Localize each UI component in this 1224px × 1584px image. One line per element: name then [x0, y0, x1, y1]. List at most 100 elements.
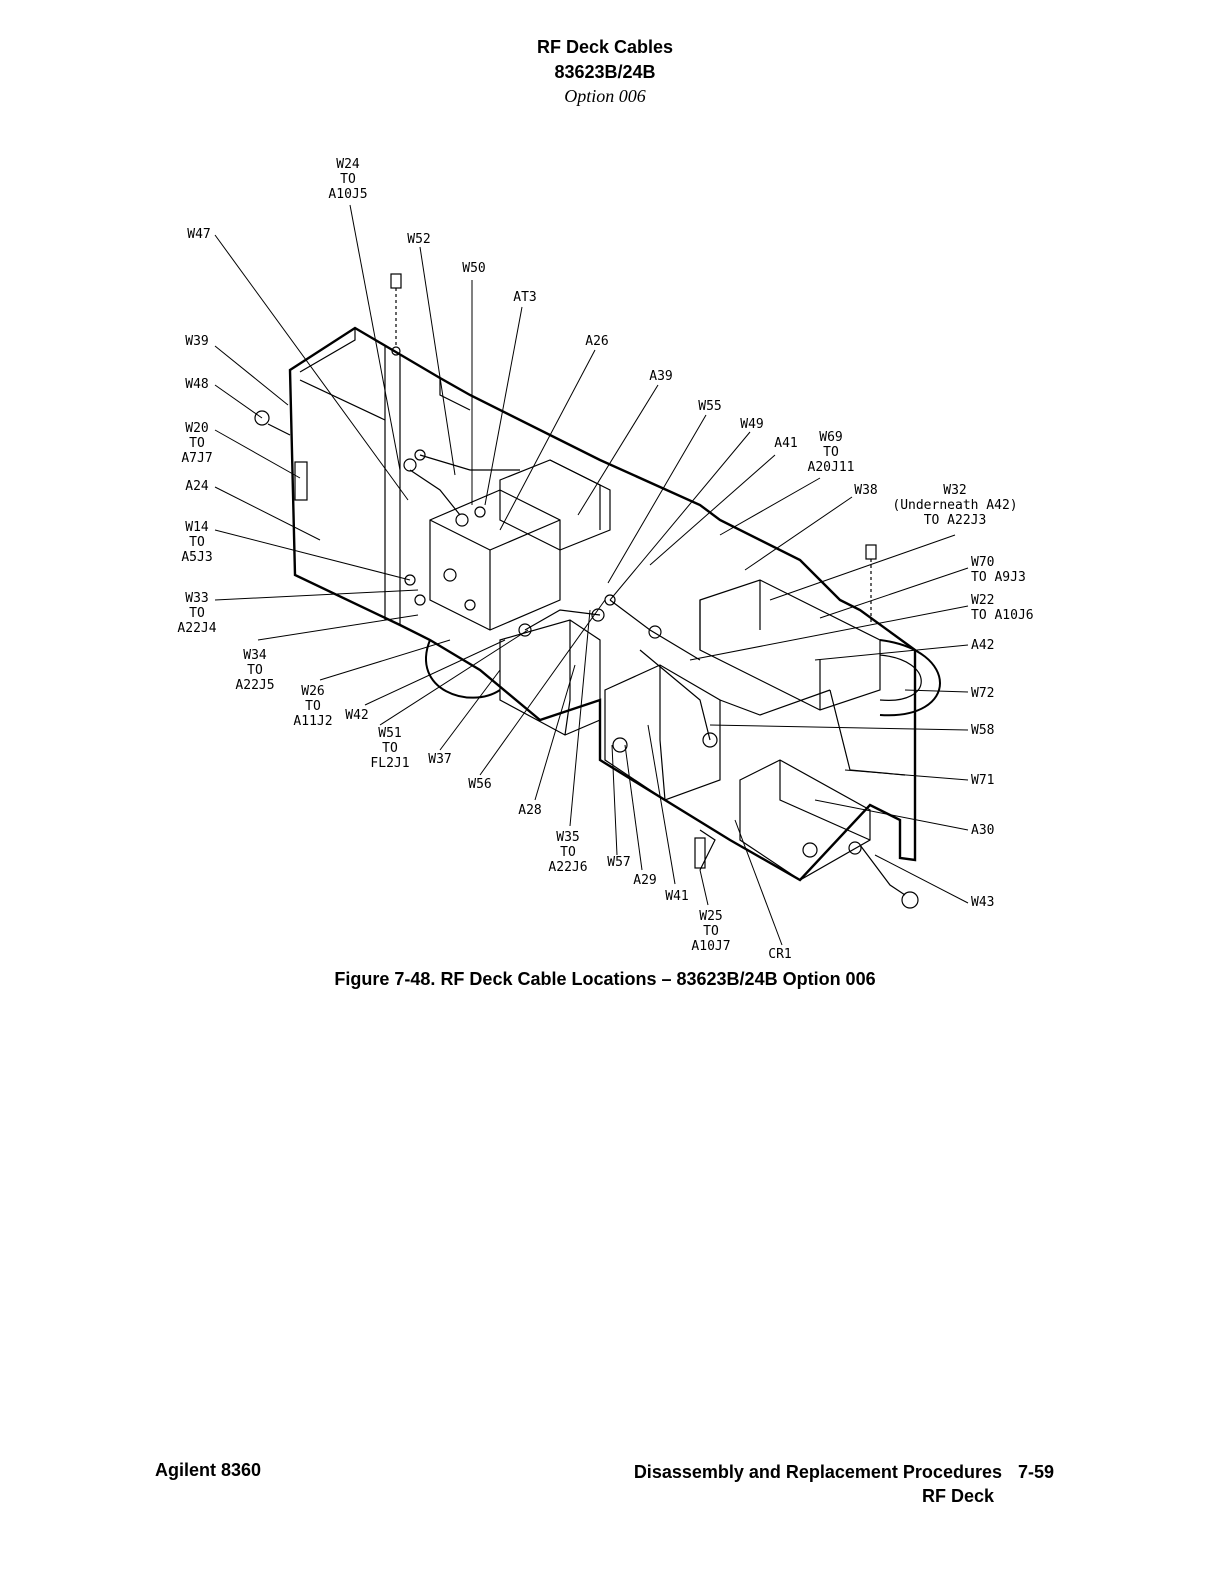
callout-line: W20: [185, 421, 208, 436]
footer-section: Disassembly and Replacement Procedures 7-…: [634, 1460, 1054, 1508]
callout-a24: A24: [185, 479, 209, 494]
diagram-drawing: [254, 273, 941, 909]
footer-product: Agilent 8360: [155, 1460, 262, 1480]
callout-line: TO A9J3: [971, 570, 1026, 585]
callout-w48: W48: [185, 377, 208, 392]
callout-line: W69: [819, 430, 842, 445]
callout-a42: A42: [971, 638, 994, 653]
callout-line: A20J11: [808, 460, 855, 475]
callout-line: A22J4: [177, 621, 216, 636]
callout-w72: W72: [971, 686, 994, 701]
callout-w52: W52: [407, 232, 430, 247]
callout-line: TO: [382, 741, 398, 756]
page-number: 7-59: [1017, 1462, 1054, 1482]
callout-line: W14: [185, 520, 209, 535]
callout-line: TO: [823, 445, 839, 460]
callout-line: W41: [665, 889, 688, 904]
callout-line: W57: [607, 855, 630, 870]
callout-line: W34: [243, 648, 267, 663]
callout-line: A39: [649, 369, 672, 384]
leader-lines: [214, 204, 969, 946]
callout-line: TO A10J6: [971, 608, 1034, 623]
callout-w37: W37: [428, 752, 451, 767]
callout-line: A7J7: [181, 451, 212, 466]
callout-line: TO: [189, 436, 205, 451]
callout-line: (Underneath A42): [892, 498, 1017, 513]
callout-line: W39: [185, 334, 208, 349]
callout-line: A5J3: [181, 550, 212, 565]
callout-w32: W32(Underneath A42)TO A22J3: [892, 483, 1017, 528]
callout-line: A29: [633, 873, 656, 888]
page-model: 83623B/24B: [554, 62, 656, 82]
page-title: RF Deck Cables: [536, 37, 674, 57]
callout-line: FL2J1: [370, 756, 409, 771]
callout-line: W25: [699, 909, 722, 924]
page-option: Option 006: [564, 86, 646, 106]
callout-line: TO: [703, 924, 719, 939]
callout-cr1: CR1: [768, 947, 791, 962]
callout-line: TO: [305, 699, 321, 714]
callout-w71: W71: [971, 773, 994, 788]
callout-line: A41: [774, 436, 797, 451]
callout-a41: A41: [774, 436, 797, 451]
callout-line: W51: [378, 726, 401, 741]
callout-line: TO A22J3: [924, 513, 987, 528]
callout-line: CR1: [768, 947, 791, 962]
callout-line: W58: [971, 723, 994, 738]
callout-line: TO: [560, 845, 576, 860]
callout-w38: W38: [854, 483, 877, 498]
callout-line: W70: [971, 555, 994, 570]
callout-line: A22J6: [548, 860, 587, 875]
callout-line: W56: [468, 777, 491, 792]
figure-caption: Figure 7-48. RF Deck Cable Locations – 8…: [334, 969, 876, 989]
callout-w39: W39: [185, 334, 208, 349]
footer-chapter: Disassembly and Replacement Procedures: [633, 1462, 1002, 1482]
callout-line: W22: [971, 593, 994, 608]
callout-line: A10J7: [691, 939, 730, 954]
callout-line: W43: [971, 895, 994, 910]
callout-w42: W42: [345, 708, 368, 723]
callout-a26: A26: [585, 334, 608, 349]
callout-line: A11J2: [293, 714, 332, 729]
callout-a30: A30: [971, 823, 994, 838]
callout-line: TO: [189, 606, 205, 621]
callout-w49: W49: [740, 417, 763, 432]
callout-w43: W43: [971, 895, 994, 910]
callout-w50: W50: [462, 261, 485, 276]
callout-line: W52: [407, 232, 430, 247]
callout-w47: W47: [187, 227, 210, 242]
footer-subsection: RF Deck: [921, 1486, 994, 1506]
callout-line: W55: [698, 399, 721, 414]
callout-line: W48: [185, 377, 208, 392]
callout-line: W24: [336, 157, 360, 172]
callout-line: W38: [854, 483, 877, 498]
callout-line: W42: [345, 708, 368, 723]
callout-line: W26: [301, 684, 324, 699]
callout-line: W49: [740, 417, 763, 432]
callout-w41: W41: [665, 889, 688, 904]
callout-line: A24: [185, 479, 209, 494]
callout-line: W33: [185, 591, 208, 606]
callout-w55: W55: [698, 399, 721, 414]
callout-line: W35: [556, 830, 579, 845]
callout-line: W37: [428, 752, 451, 767]
callout-at3: AT3: [513, 290, 536, 305]
callout-w57: W57: [607, 855, 630, 870]
callout-a29: A29: [633, 873, 656, 888]
callout-a39: A39: [649, 369, 672, 384]
callout-line: TO: [189, 535, 205, 550]
callout-line: W50: [462, 261, 485, 276]
callout-line: AT3: [513, 290, 536, 305]
